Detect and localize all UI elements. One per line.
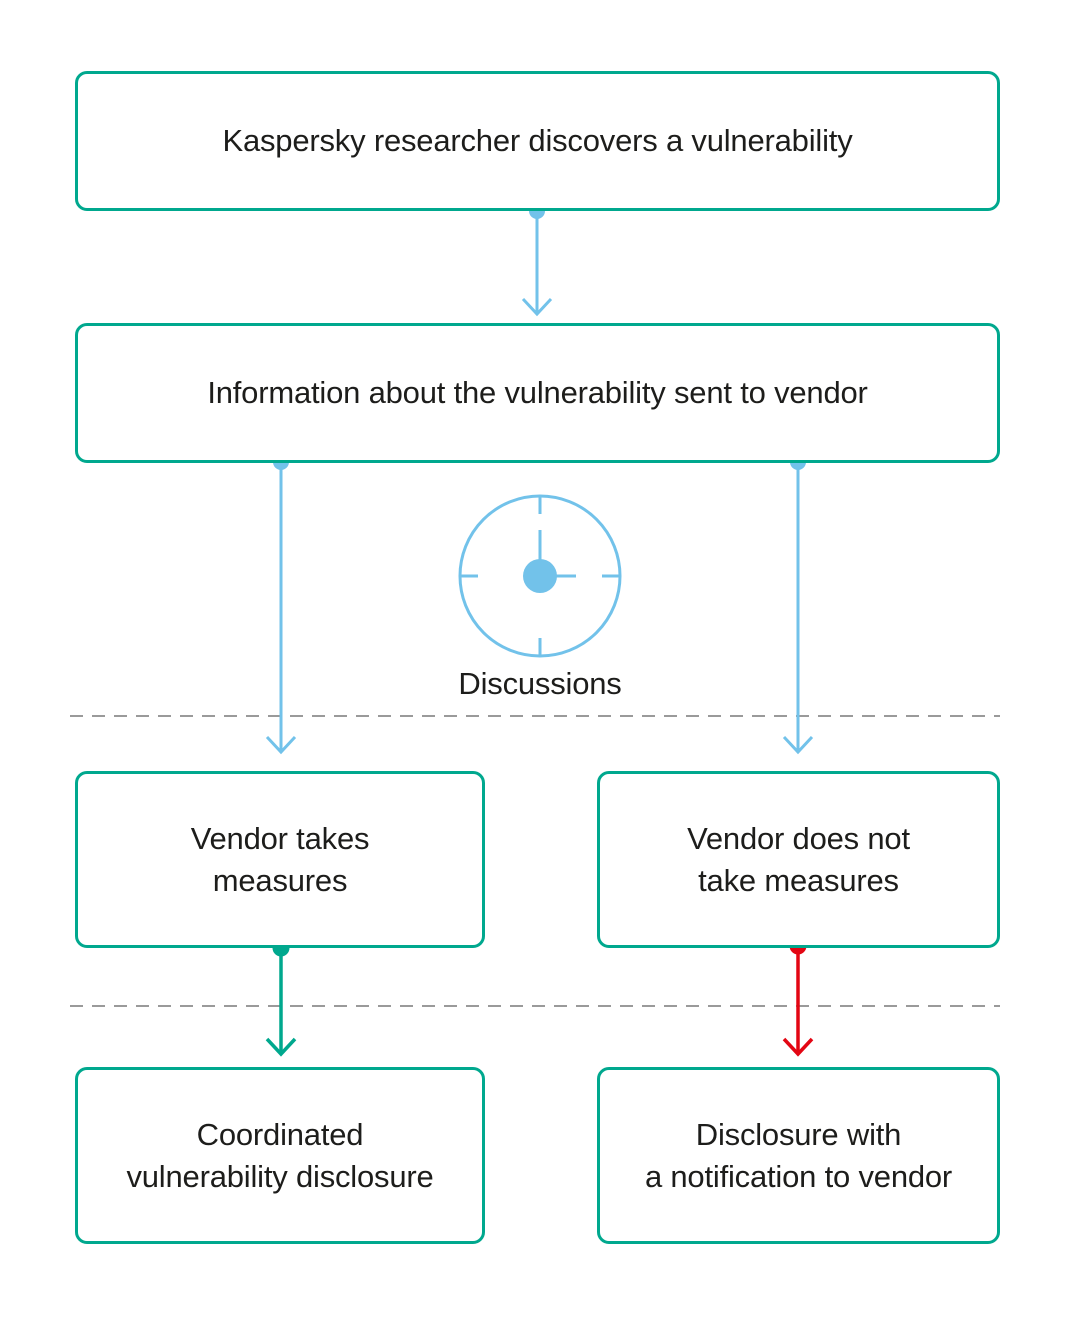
discussions-label: Discussions xyxy=(458,666,622,701)
node-disclosure-with-notification: Disclosure with a notification to vendor xyxy=(597,1067,1000,1244)
node-label: Disclosure with a notification to vendor xyxy=(644,1116,953,1194)
connector-info-to-takes xyxy=(265,454,297,755)
connector-discover-to-info xyxy=(521,203,553,317)
node-label: Information about the vulnerability sent… xyxy=(207,375,868,410)
node-label: Vendor does not take measures xyxy=(687,820,910,898)
node-label: Coordinated vulnerability disclosure xyxy=(126,1116,434,1194)
connector-not-to-notification xyxy=(782,937,814,1057)
node-vendor-takes-measures: Vendor takes measures xyxy=(75,771,485,948)
node-researcher-discovers: Kaspersky researcher discovers a vulnera… xyxy=(75,71,1000,211)
node-coordinated-disclosure: Coordinated vulnerability disclosure xyxy=(75,1067,485,1244)
clock-icon xyxy=(458,494,622,658)
node-label: Vendor takes measures xyxy=(190,820,370,898)
node-info-sent-to-vendor: Information about the vulnerability sent… xyxy=(75,323,1000,463)
connector-info-to-not xyxy=(782,454,814,755)
connector-takes-to-coordinated xyxy=(265,939,297,1057)
node-label: Kaspersky researcher discovers a vulnera… xyxy=(222,123,853,158)
node-vendor-does-not-take-measures: Vendor does not take measures xyxy=(597,771,1000,948)
